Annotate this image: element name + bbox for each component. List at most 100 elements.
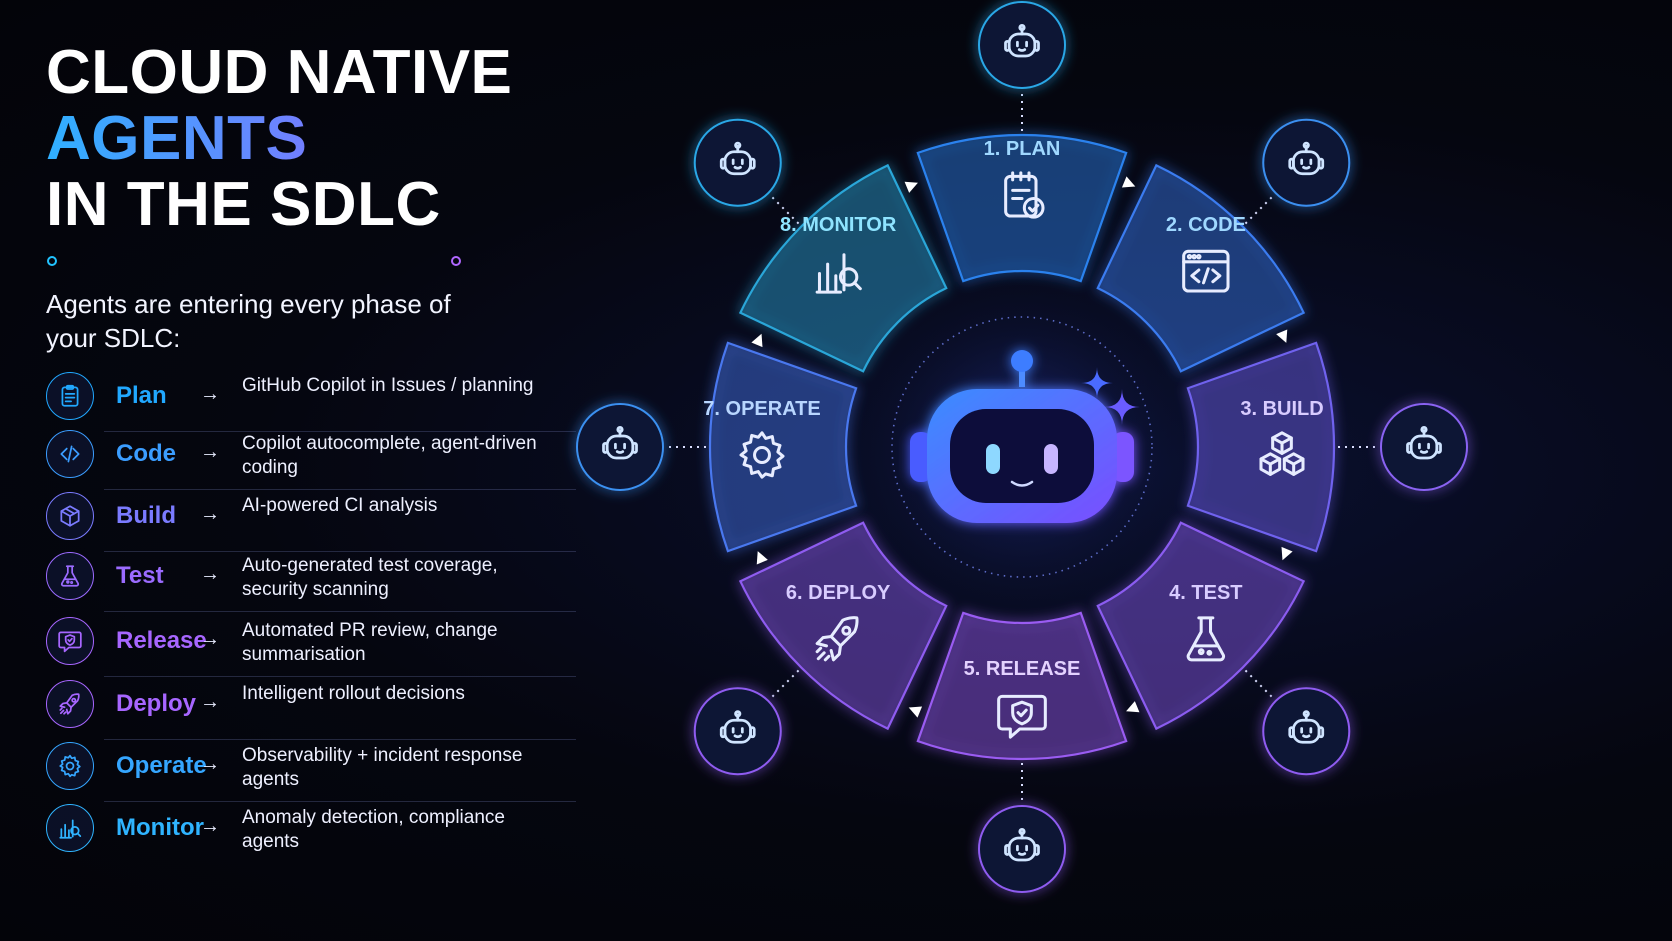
segment-label: 6. DEPLOY <box>786 582 891 604</box>
phase-description: Anomaly detection, compliance agents <box>242 807 505 852</box>
agent-badge <box>978 805 1066 893</box>
browser-code-icon <box>1182 249 1230 293</box>
page-title: CLOUD NATIVE AGENTS IN THE SDLC <box>46 40 566 238</box>
cube-icon <box>46 492 94 540</box>
chart-search-icon <box>46 804 94 852</box>
row-divider <box>104 431 576 432</box>
agent-badge <box>693 118 782 207</box>
title-line-1: CLOUD NATIVE <box>46 38 513 107</box>
agent-badge <box>576 403 664 491</box>
agent-robot-6 <box>693 687 782 776</box>
dotted-connector <box>1244 669 1275 700</box>
segment-label: 7. OPERATE <box>703 398 820 420</box>
clipboard-icon <box>46 372 94 420</box>
agent-robot-7 <box>576 403 664 491</box>
dotted-connector <box>1244 194 1275 225</box>
title-line-2: AGENTS <box>46 106 566 172</box>
agent-badge <box>693 687 782 776</box>
segment-shape <box>916 133 1128 283</box>
rocket-icon <box>46 680 94 728</box>
flow-arrow-icon <box>904 181 918 193</box>
agent-robot-5 <box>978 805 1066 893</box>
segment-shape <box>708 341 858 553</box>
intro-text: Agents are entering every phase of your … <box>46 289 451 353</box>
dotted-connector <box>769 669 800 700</box>
inner-dotted-ring <box>891 316 1153 578</box>
arrow-right-icon: → <box>200 753 220 775</box>
flow-arrow-icon <box>756 551 768 565</box>
phase-row-operate: Operate→ Observability + incident respons… <box>46 736 576 802</box>
wheel-segment-4: 4. TEST <box>1096 521 1306 731</box>
phase-row-plan: Plan → GitHub Copilot in Issues / planning <box>46 366 576 432</box>
arrow-right-icon: → <box>200 441 220 463</box>
phase-name: Plan <box>116 382 167 409</box>
phase-row-release: Release→ Automated PR review, change summ… <box>46 611 576 677</box>
phase-row-deploy: Deploy→ Intelligent rollout decisions <box>46 674 576 740</box>
row-divider <box>104 489 576 490</box>
sparkle-icon <box>1081 367 1113 399</box>
segment-label: 8. MONITOR <box>780 214 897 236</box>
robot-icon <box>1288 141 1325 176</box>
phase-row-test: Test→Auto-generated test coverage, secur… <box>46 546 576 612</box>
arrow-right-icon: → <box>200 628 220 650</box>
flask-icon <box>1186 616 1226 662</box>
flow-arrow-icon <box>1276 329 1288 343</box>
segment-shape <box>1186 341 1336 553</box>
agent-robot-3 <box>1380 403 1468 491</box>
robot-icon <box>602 426 638 460</box>
agent-badge <box>1262 118 1351 207</box>
phase-name: Release <box>116 627 207 654</box>
robot-icon <box>1406 426 1442 460</box>
phase-name: Monitor <box>116 814 204 841</box>
shield-chat-icon <box>46 617 94 665</box>
agent-robot-8 <box>693 118 782 207</box>
robot-icon <box>719 141 756 176</box>
wheel-segment-6: 6. DEPLOY <box>738 521 948 731</box>
robot-icon <box>1288 710 1325 744</box>
flow-arrow-icon <box>908 706 923 718</box>
shield-chat-icon <box>997 694 1047 739</box>
wheel-segment-8: 8. MONITOR <box>738 163 948 373</box>
sparkle-icon <box>1104 389 1140 425</box>
phase-description: Observability + incident response agents <box>242 745 523 790</box>
flow-arrow-icon <box>1121 176 1136 188</box>
phase-description: Copilot autocomplete, agent-driven codin… <box>242 433 537 478</box>
phase-description: Automated PR review, change summarisatio… <box>242 620 498 665</box>
agent-robot-2 <box>1262 118 1351 207</box>
agent-badge <box>1380 403 1468 491</box>
wheel-segment-3: 3. BUILD <box>1186 341 1336 553</box>
left-panel: CLOUD NATIVE AGENTS IN THE SDLC Agents a… <box>46 40 576 852</box>
row-divider <box>104 801 576 802</box>
flow-arrow-icon <box>1126 701 1140 713</box>
phase-description: Auto-generated test coverage, security s… <box>242 555 498 600</box>
code-icon <box>46 430 94 478</box>
row-divider <box>104 676 576 677</box>
flow-arrow-icon <box>1281 546 1293 561</box>
phase-name: Test <box>116 562 164 589</box>
phase-name: Deploy <box>116 690 197 717</box>
rocket-icon <box>815 616 859 662</box>
arrow-right-icon: → <box>200 691 220 713</box>
segment-shape <box>1096 163 1306 373</box>
phase-name: Code <box>116 440 176 467</box>
flow-arrow-icon <box>751 333 763 348</box>
cubes-icon <box>1259 431 1305 476</box>
phase-name: Build <box>116 502 176 529</box>
row-divider <box>104 551 576 552</box>
phase-name: Operate <box>116 752 207 779</box>
robot-icon <box>1004 24 1040 58</box>
arrow-right-icon: → <box>200 383 220 405</box>
title-divider <box>47 256 461 266</box>
robot-icon <box>719 710 756 744</box>
row-divider <box>104 611 576 612</box>
segment-shape <box>738 521 948 731</box>
robot-icon <box>1004 828 1040 862</box>
agent-badge <box>1262 687 1351 776</box>
phase-description: Intelligent rollout decisions <box>242 683 465 704</box>
wheel-segment-1: 1. PLAN <box>916 133 1128 283</box>
segment-label: 2. CODE <box>1166 214 1246 236</box>
chart-search-icon <box>815 253 862 294</box>
phase-description: GitHub Copilot in Issues / planning <box>242 375 534 396</box>
wheel-segment-5: 5. RELEASE <box>916 611 1128 761</box>
